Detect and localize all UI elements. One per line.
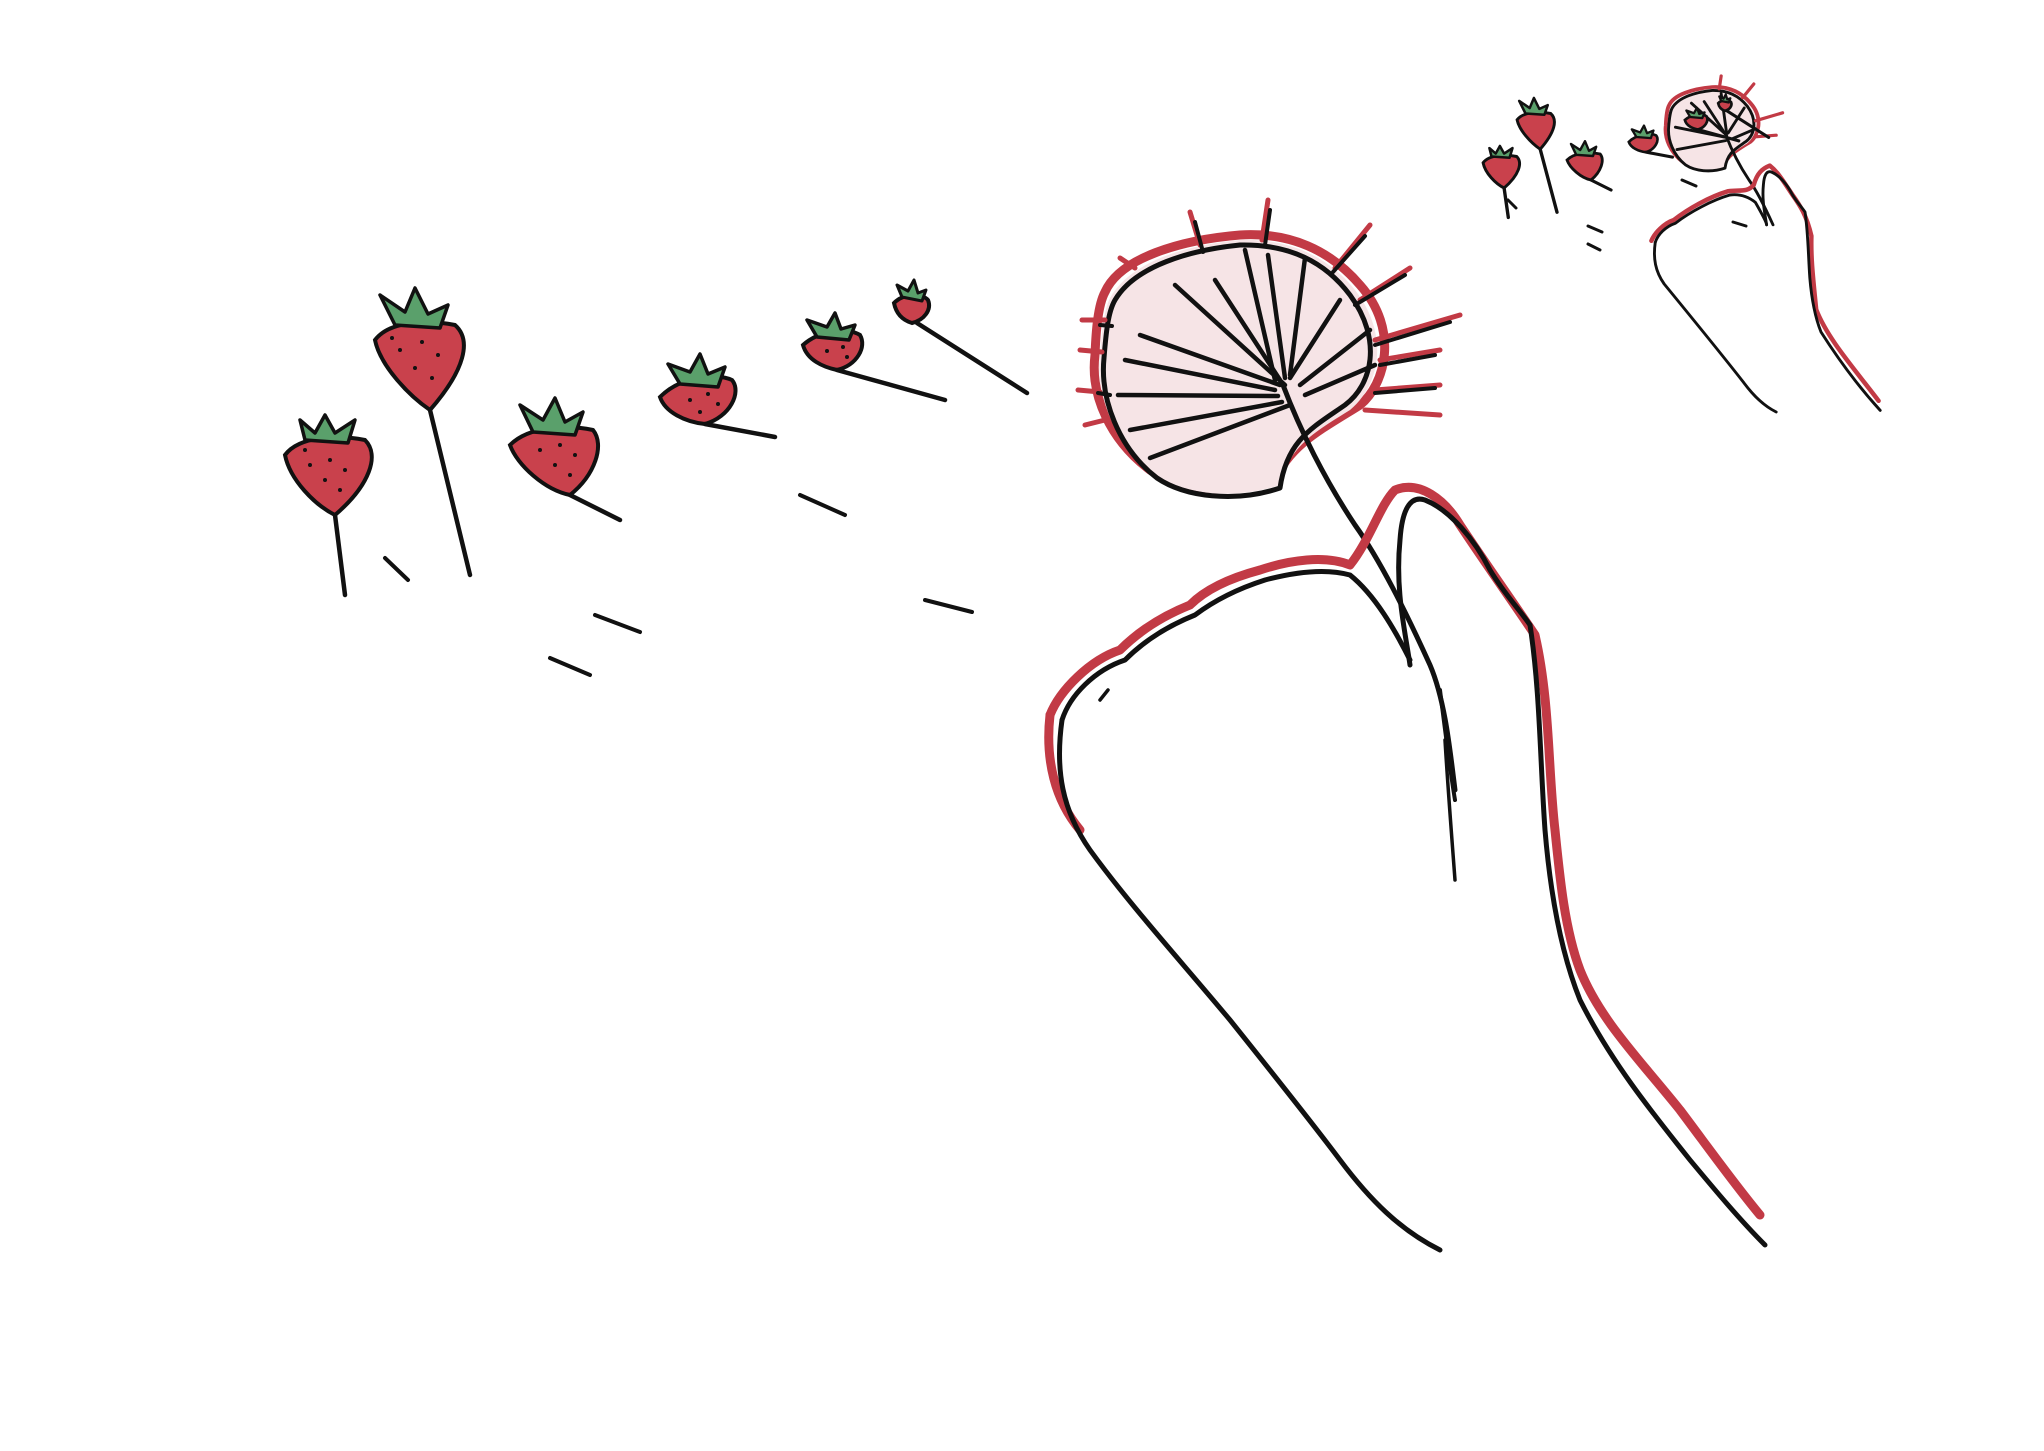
hand-back-outline xyxy=(1059,568,1413,723)
mini-strawberry-trail xyxy=(1481,93,1771,252)
strawberry-icon xyxy=(507,396,623,523)
motion-dashes xyxy=(383,493,974,677)
dandelion-fluff-black xyxy=(1096,208,1452,397)
hand-palm-edge xyxy=(1056,717,1443,1253)
strawberry-icon xyxy=(1683,106,1741,143)
hand-inner-line xyxy=(1443,738,1457,882)
main-scene xyxy=(1044,197,1768,1253)
strawberry-icon xyxy=(282,413,374,598)
hand-icon xyxy=(1649,163,1882,414)
strawberry-icon xyxy=(1515,96,1559,214)
strawberry-icon xyxy=(1565,139,1613,192)
mini-motion-dashes xyxy=(1506,178,1748,252)
hand-finger-crease xyxy=(1438,688,1457,802)
strawberry-icon xyxy=(1627,124,1675,159)
dandelion-icon xyxy=(1663,74,1785,173)
hand-thumb-outline xyxy=(1396,496,1533,668)
hand-red-outline xyxy=(1045,482,1765,1220)
hand-knuckle-mark xyxy=(1098,688,1110,702)
strawberry-icon xyxy=(372,286,473,578)
strawberry-icon xyxy=(657,352,778,440)
mini-scene xyxy=(1649,74,1882,414)
hand-icon xyxy=(1044,482,1768,1253)
dandelion-icon xyxy=(1075,197,1463,499)
dandelion-black-outline xyxy=(1100,242,1373,499)
dandelion-seed-lines xyxy=(1115,247,1378,461)
strawberry-icon xyxy=(800,311,948,403)
hand-thumb-back xyxy=(1527,622,1768,1248)
strawberry-icon xyxy=(1481,144,1521,220)
hand-red-lower xyxy=(1044,710,1085,835)
strawberry-trail xyxy=(282,278,1030,677)
strawberry-icon xyxy=(1716,93,1771,139)
dandelion-red-outline xyxy=(1089,230,1390,494)
strawberry-icon xyxy=(891,278,1030,396)
dandelion-stem xyxy=(1280,382,1458,793)
